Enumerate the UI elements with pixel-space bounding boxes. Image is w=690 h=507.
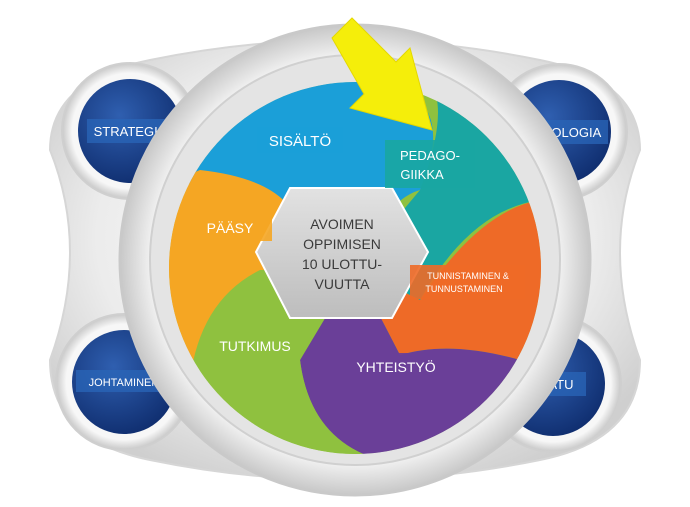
sisalto-label-bg — [257, 127, 343, 153]
tunnistaminen-label-2: TUNNUSTAMINEN — [425, 284, 502, 294]
center-line-3: 10 ULOTTU- — [302, 256, 382, 272]
tutkimus-label: TUTKIMUS — [219, 338, 291, 354]
center-line-2: OPPIMISEN — [303, 236, 381, 252]
center-line-1: AVOIMEN — [310, 216, 374, 232]
tutkimus-label-bg — [210, 333, 300, 359]
pedagogiikka-label-2: GIIKKA — [400, 167, 444, 182]
paasy-label-bg — [190, 215, 272, 241]
yhteistyo-label-bg — [345, 353, 447, 379]
johtaminen-label-bg — [76, 370, 172, 392]
sisalto-label: SISÄLTÖ — [269, 132, 331, 150]
center-hexagon: AVOIMEN OPPIMISEN 10 ULOTTU- VUUTTA — [254, 187, 430, 319]
paasy-label: PÄÄSY — [207, 220, 254, 236]
tunnistaminen-label-1: TUNNISTAMINEN & — [427, 271, 509, 281]
tunnistaminen-label-bg — [410, 265, 525, 299]
center-line-4: VUUTTA — [315, 276, 371, 292]
strategia-label: STRATEGIA — [94, 124, 167, 139]
segment-labels: SISÄLTÖ PEDAGO- GIIKKA PÄÄSY TUNNISTAMIN… — [190, 127, 525, 379]
pedagogiikka-label-1: PEDAGO- — [400, 148, 460, 163]
johtaminen-label: JOHTAMINEN — [89, 377, 160, 389]
yhteistyo-label: YHTEISTYÖ — [356, 358, 435, 375]
yellow-arrow-icon — [331, 17, 433, 131]
pedagogiikka-label-bg — [385, 140, 475, 188]
